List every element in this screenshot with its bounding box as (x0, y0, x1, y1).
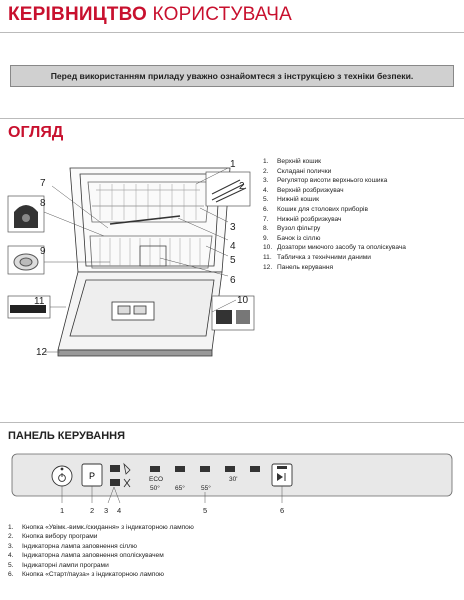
legend-item: 5.Індикаторні лампи програми (8, 561, 109, 569)
title-bold: КЕРІВНИЦТВО (8, 4, 148, 25)
parts-list: 1.Верхній кошик 2.Складані полички 3.Рег… (263, 157, 406, 272)
callout-6: 6 (230, 275, 236, 286)
program-lamp (200, 466, 210, 472)
control-panel-diagram: P ECO 50° 65° 55° 30' 1 2 3 4 (11, 453, 453, 515)
program-temp: 55° (201, 484, 211, 492)
parts-item: 1.Верхній кошик (263, 158, 322, 165)
panel-callout-5: 5 (203, 506, 207, 515)
program-button[interactable]: P (81, 463, 103, 487)
panel-rule (0, 422, 464, 423)
program-temp: 50° (150, 484, 160, 492)
parts-item: 2.Складані полички (263, 167, 332, 175)
program-name: ECO (149, 476, 163, 483)
control-panel-legend: 1.Кнопка «Увімк.-вимк./скидання» з індик… (8, 523, 194, 579)
salt-indicator (110, 462, 131, 475)
parts-item: 5.Нижній кошик (263, 196, 319, 204)
program-lamp (250, 466, 260, 472)
callout-9: 9 (40, 246, 46, 257)
callout-4: 4 (230, 241, 236, 252)
callout-1: 1 (230, 159, 236, 170)
parts-item: 11.Табличка з технічними даними (263, 253, 371, 261)
legend-item: 6.Кнопка «Старт/пауза» з індикаторною ла… (8, 571, 164, 579)
callout-12: 12 (36, 347, 48, 358)
panel-callout-4: 4 (117, 506, 121, 515)
parts-item: 3.Регулятор висоти верхнього кошика (263, 177, 388, 185)
folding-racks-inset (205, 171, 251, 207)
overview-title: ОГЛЯД (8, 124, 64, 141)
callout-10: 10 (237, 295, 249, 306)
legend-item: 4.Індикаторна лампа заповнення ополіскув… (8, 552, 164, 560)
salt-reservoir-inset (7, 245, 45, 275)
rating-plate-inset (7, 295, 51, 319)
callout-3: 3 (230, 222, 236, 233)
program-lamp (175, 466, 185, 472)
rinse-aid-indicator (110, 478, 131, 488)
panel-callout-2: 2 (90, 506, 94, 515)
legend-item: 3.Індикаторна лампа заповнення сіллю (8, 542, 137, 550)
title-rule (0, 32, 464, 33)
callout-7: 7 (40, 178, 46, 189)
control-panel-title: ПАНЕЛЬ КЕРУВАННЯ (8, 430, 126, 442)
parts-item: 12.Панель керування (263, 263, 334, 271)
title-light: КОРИСТУВАЧА (152, 4, 293, 25)
parts-item: 6.Кошик для столових приборів (263, 205, 368, 213)
start-pause-button[interactable] (271, 463, 293, 487)
power-button[interactable] (51, 465, 73, 487)
parts-item: 4.Верхній розбризкувач (263, 186, 344, 194)
dishwasher-diagram: 1 2 3 4 5 6 7 8 9 10 11 12 (7, 159, 255, 358)
overview-rule (0, 118, 464, 119)
legend-item: 1.Кнопка «Увімк.-вимк./скидання» з індик… (8, 524, 194, 531)
panel-callout-3: 3 (104, 506, 108, 515)
legend-item: 2.Кнопка вибору програми (8, 533, 98, 541)
callout-5: 5 (230, 255, 236, 266)
document-title: КЕРІВНИЦТВО КОРИСТУВАЧА (8, 4, 292, 26)
program-name: 30' (229, 476, 237, 483)
callout-2: 2 (239, 181, 245, 192)
parts-item: 10.Дозатори миючого засобу та ополіскува… (263, 244, 406, 252)
parts-item: 8.Вузол фільтру (263, 225, 321, 233)
program-lamp (225, 466, 235, 472)
parts-item: 9.Бачок із сіллю (263, 234, 321, 242)
callout-8: 8 (40, 198, 46, 209)
program-button-label: P (89, 471, 95, 481)
safety-warning: Перед використанням приладу уважно ознай… (10, 65, 454, 87)
filter-inset (7, 195, 45, 233)
callout-11: 11 (34, 296, 45, 307)
program-temp: 65° (175, 484, 185, 492)
panel-callout-6: 6 (280, 506, 284, 515)
panel-callout-1: 1 (60, 506, 64, 515)
program-lamp (150, 466, 160, 472)
parts-item: 7.Нижній розбризкувач (263, 215, 342, 223)
